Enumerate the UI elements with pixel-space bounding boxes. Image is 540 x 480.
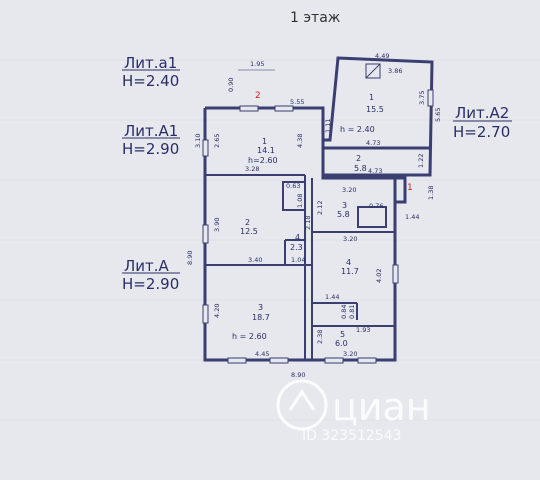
room-area: 6.0 — [335, 339, 348, 348]
room-number: 1 — [369, 93, 374, 102]
floor-title: 1 этаж — [290, 10, 341, 26]
watermark-id: ID 323512543 — [302, 428, 402, 444]
dim-label: 3.20 — [343, 235, 357, 243]
room-area: 15.5 — [366, 105, 384, 114]
dim-label: 4.49 — [375, 52, 389, 60]
lit-name: Лит.А1 — [124, 122, 178, 140]
room-area: 2.3 — [290, 243, 303, 252]
dim-label: 4.73 — [366, 139, 380, 147]
dim-label: 2.18 — [304, 216, 312, 230]
lit-height: H=2.90 — [122, 140, 179, 158]
room-A-3: 3 18.7 h = 2.60 — [232, 303, 270, 341]
walls — [203, 56, 434, 362]
dim-label: 1.11 — [324, 119, 332, 133]
room-number: 3 — [342, 201, 347, 210]
room-number: 3 — [258, 303, 263, 312]
room-area: 18.7 — [252, 313, 270, 322]
room-A1-1: 1 14.1 h=2.60 — [248, 137, 278, 165]
lit-name: Лит.а1 — [124, 54, 177, 72]
room-4: 4 11.7 — [341, 258, 359, 276]
room-number: 1 — [262, 137, 267, 146]
dim-label: 0.84 — [340, 305, 348, 319]
lit-label-A1: Лит.А1 H=2.90 — [122, 122, 180, 158]
room-number: 5 — [340, 330, 345, 339]
dim-label: 0.76 — [369, 202, 383, 210]
room-A-4-small: 4 2.3 — [290, 233, 303, 252]
dim-label: 4.20 — [213, 304, 221, 318]
dim-label: 4.73 — [368, 167, 382, 175]
dim-label: 1.22 — [417, 154, 425, 168]
interior-walls — [205, 174, 395, 360]
dim-label: 3.20 — [343, 350, 357, 358]
dim-label: 1.44 — [405, 213, 419, 221]
room-a1-1: 1 15.5 h = 2.40 — [340, 93, 384, 134]
room-A-2: 2 12.5 — [240, 218, 258, 236]
room-3: 3 5.8 — [337, 201, 350, 219]
dim-label: 1.95 — [250, 60, 264, 68]
entrance-mark: 2 — [255, 91, 261, 101]
dim-label: 3.75 — [418, 91, 426, 105]
dim-label: 3.10 — [194, 134, 202, 148]
dim-label: 1.08 — [296, 194, 304, 208]
dim-label: 2.12 — [316, 201, 324, 215]
dim-label: 3.28 — [245, 165, 259, 173]
dim-label: 8.90 — [186, 251, 194, 265]
room-area: 5.8 — [337, 210, 350, 219]
dim-label: 1.44 — [325, 293, 339, 301]
lit-label-a1: Лит.а1 H=2.40 — [122, 54, 180, 90]
dim-label: 3.90 — [213, 218, 221, 232]
lit-height: H=2.90 — [122, 275, 179, 293]
entrance-mark: 1 — [407, 183, 413, 193]
dim-label: 1.38 — [427, 186, 435, 200]
room-area: 12.5 — [240, 227, 258, 236]
room-height: h = 2.60 — [232, 332, 267, 341]
lit-name: Лит.А2 — [455, 104, 509, 122]
dim-label: 2.65 — [213, 134, 221, 148]
dim-label: 4.45 — [255, 350, 269, 358]
room-area: 5.8 — [354, 164, 367, 173]
dim-label: 5.55 — [290, 98, 304, 106]
lit-height: H=2.70 — [453, 123, 510, 141]
room-5: 5 6.0 — [335, 330, 348, 348]
room-number: 2 — [245, 218, 250, 227]
dim-label: 5.65 — [434, 108, 442, 122]
room-area: 14.1 — [257, 146, 275, 155]
dim-label: 0.90 — [227, 78, 235, 92]
dim-label: 8.90 — [291, 371, 305, 379]
dim-label: 3.40 — [248, 256, 262, 264]
room-number: 4 — [346, 258, 351, 267]
dim-label: 4.02 — [375, 269, 383, 283]
lit-label-A2: Лит.А2 H=2.70 — [453, 104, 512, 141]
room-area: 11.7 — [341, 267, 359, 276]
cian-logo-icon — [276, 379, 328, 431]
dim-label: 1.04 — [291, 256, 305, 264]
room-number: 4 — [295, 233, 300, 242]
dim-label: 3.20 — [342, 186, 356, 194]
lit-name: Лит.А — [124, 257, 170, 275]
watermark-brand: циан — [332, 385, 431, 429]
dim-label: 2.38 — [316, 330, 324, 344]
dim-label: 3.86 — [388, 67, 402, 75]
stove-icon — [365, 63, 381, 79]
windows — [202, 89, 434, 364]
lit-height: H=2.40 — [122, 72, 179, 90]
lit-label-A: Лит.А H=2.90 — [122, 257, 180, 293]
dim-label: 0.81 — [348, 305, 356, 319]
cian-watermark: циан ID 323512543 — [276, 379, 431, 444]
room-a2-2: 2 5.8 — [354, 154, 367, 173]
dimension-labels: 1.95 0.90 5.55 4.49 3.86 3.75 5.65 1.11 … — [186, 52, 442, 379]
dim-label: 4.38 — [296, 134, 304, 148]
room-number: 2 — [356, 154, 361, 163]
dim-label: 1.93 — [356, 326, 370, 334]
room-height: h = 2.40 — [340, 125, 375, 134]
dim-label: 0.63 — [286, 182, 300, 190]
room-height: h=2.60 — [248, 156, 278, 165]
